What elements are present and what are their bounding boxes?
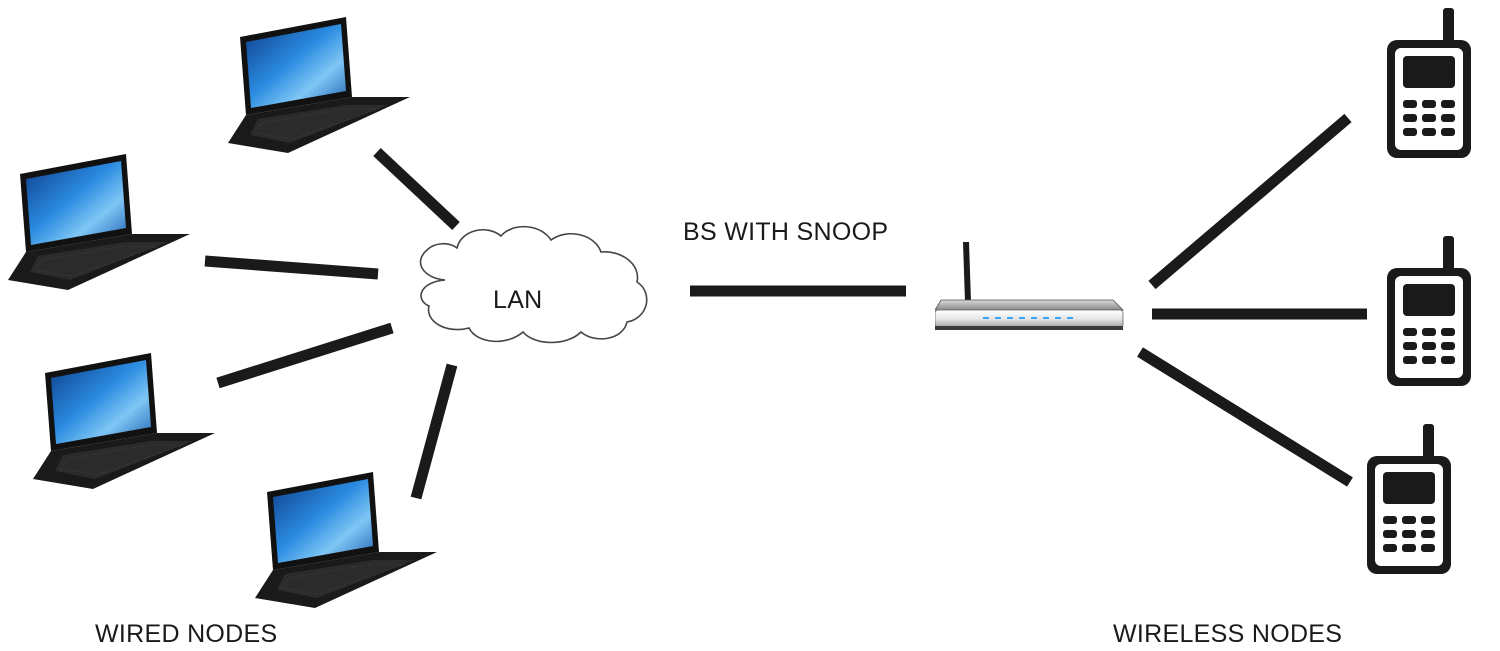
laptop-icon xyxy=(255,472,437,608)
mobile-phone-icon xyxy=(1387,236,1471,386)
laptop-icon xyxy=(228,17,410,153)
link-laptop-3-lan xyxy=(216,322,394,389)
laptop-icon xyxy=(8,154,190,290)
laptop-icon xyxy=(33,353,215,489)
link-laptop-4-lan xyxy=(410,363,458,500)
mobile-phone-icon xyxy=(1387,8,1471,158)
link-laptop-2-lan xyxy=(204,255,379,280)
mobile-phone-icon xyxy=(1367,424,1451,574)
bs-label: BS WITH SNOOP xyxy=(683,218,889,246)
wired-nodes-label: WIRED NODES xyxy=(95,620,278,648)
wireless-nodes-label: WIRELESS NODES xyxy=(1113,620,1343,648)
link-laptop-1-lan xyxy=(373,147,460,231)
link-bs-phone-1 xyxy=(1148,113,1352,290)
link-bs-phone-3 xyxy=(1137,347,1353,487)
router-icon xyxy=(935,242,1124,330)
lan-cloud-icon xyxy=(419,225,648,344)
lan-label: LAN xyxy=(493,286,543,314)
